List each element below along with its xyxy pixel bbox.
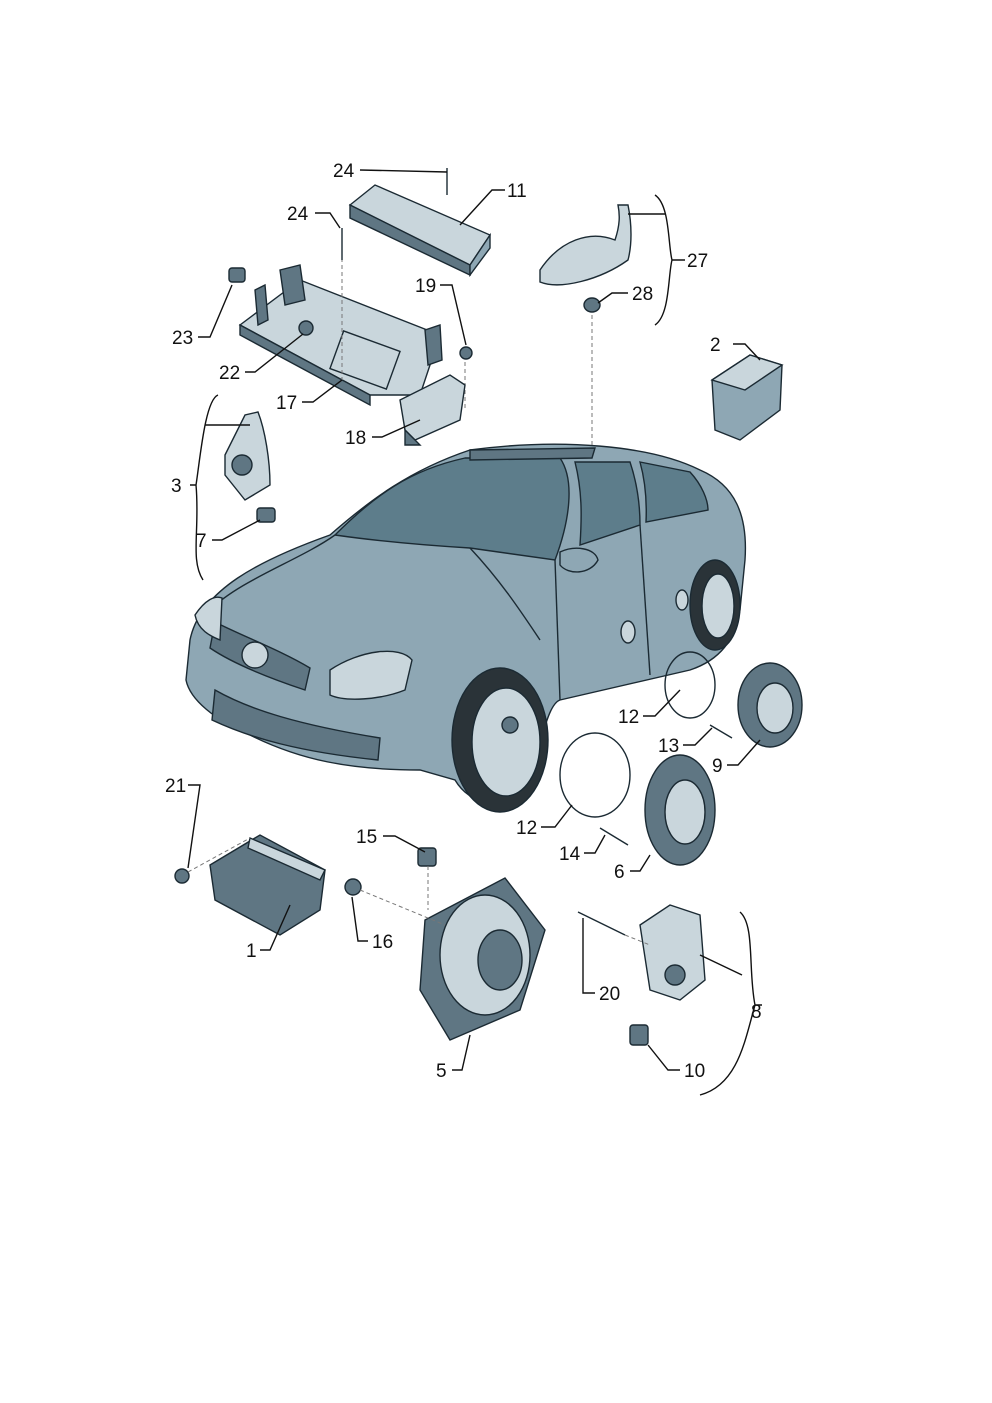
callout-14-a: 13 — [658, 736, 679, 757]
clip-23 — [228, 267, 246, 283]
nut-20 — [459, 346, 473, 360]
callout-2: 2 — [710, 335, 721, 356]
callout-15: 15 — [356, 827, 377, 848]
roof-antenna — [539, 204, 632, 313]
callout-3: 3 — [171, 476, 182, 497]
callout-1: 1 — [246, 941, 257, 962]
callout-13: 12 — [618, 707, 639, 728]
callout-20: 19 — [415, 276, 436, 297]
callout-22: 22 — [219, 363, 240, 384]
callout-19: 20 — [599, 984, 620, 1005]
screw-14a — [709, 724, 733, 739]
bracket-18 — [399, 374, 466, 446]
control-unit-9 — [639, 904, 706, 1001]
callout-23: 23 — [172, 328, 193, 349]
callout-21: 21 — [165, 776, 186, 797]
callout-11: 11 — [507, 181, 527, 202]
speaker-6 — [644, 754, 716, 866]
callout-8: 7 — [196, 531, 207, 552]
mounting-plate — [238, 264, 443, 407]
callout-10: 10 — [684, 1061, 705, 1082]
amplifier-box-1 — [209, 834, 326, 936]
callout-16: 16 — [372, 932, 393, 953]
callout-12: 12 — [516, 818, 537, 839]
callout-27: 27 — [687, 251, 708, 272]
screw-16 — [344, 878, 362, 896]
callout-24-left: 24 — [287, 204, 309, 225]
car-illustration — [185, 443, 747, 813]
leader-lines — [187, 169, 762, 1096]
callout-24-top: 24 — [333, 161, 355, 182]
control-unit-2 — [710, 354, 784, 441]
tweeter-3 — [224, 411, 271, 501]
callout-18: 18 — [345, 428, 366, 449]
speaker-7 — [737, 662, 803, 748]
ring-13 — [664, 651, 716, 719]
callout-labels: 24 11 24 23 22 17 18 19 27 28 2 3 7 12 1… — [165, 161, 762, 1082]
screw-22 — [298, 320, 314, 336]
bolt-19 — [577, 911, 626, 936]
callout-14-b: 14 — [559, 844, 581, 865]
callout-9: 8 — [751, 1002, 762, 1023]
screw-14b — [599, 827, 629, 846]
callout-17: 17 — [276, 393, 297, 414]
ring-12 — [559, 732, 631, 818]
callout-6: 6 — [614, 862, 625, 883]
callout-28: 28 — [632, 284, 653, 305]
connector-10 — [629, 1024, 649, 1046]
woofer-5 — [419, 877, 546, 1041]
callout-7: 9 — [712, 756, 723, 777]
clip-8 — [256, 507, 276, 523]
amplifier-unit — [348, 184, 492, 278]
clip-15 — [417, 847, 437, 867]
screw-21 — [174, 868, 190, 884]
callout-5: 5 — [436, 1061, 447, 1082]
